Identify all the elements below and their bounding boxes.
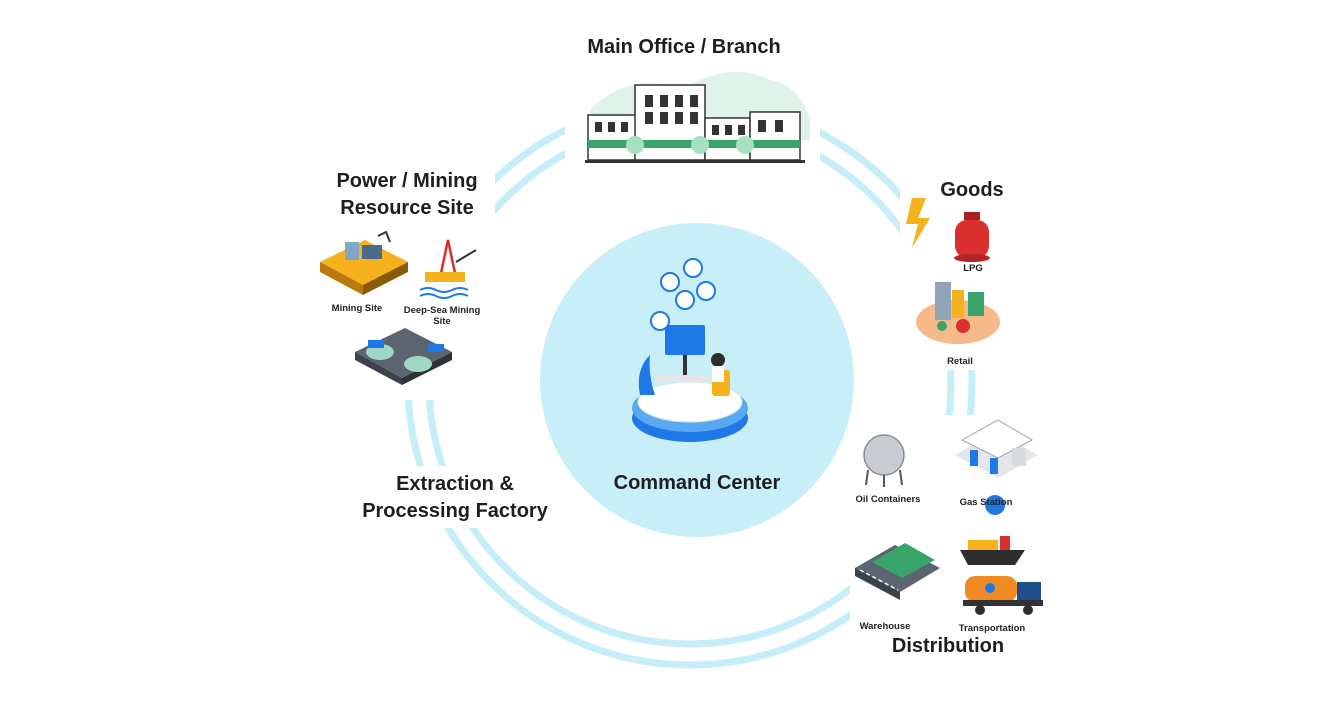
lpg-tank-icon bbox=[954, 212, 990, 262]
mining-site-icon bbox=[320, 230, 408, 295]
operator-desk-icon bbox=[632, 325, 748, 442]
extraction-label-line1: Extraction & bbox=[396, 473, 514, 495]
fuel-truck-icon bbox=[963, 576, 1043, 615]
office-buildings-icon bbox=[585, 72, 810, 163]
gas-station-icon bbox=[955, 419, 1038, 478]
warehouse-icon bbox=[855, 543, 940, 600]
oil-rig-icon bbox=[419, 239, 477, 299]
warehouse-label: Warehouse bbox=[859, 621, 911, 632]
command-center-label: Command Center bbox=[613, 472, 781, 494]
extraction-label-line2: Processing Factory bbox=[362, 500, 548, 522]
main-office-label: Main Office / Branch bbox=[587, 36, 781, 58]
person-avatar-icon bbox=[650, 258, 716, 331]
power-mining-label-line1: Power / Mining bbox=[336, 170, 478, 192]
cargo-ship-icon bbox=[960, 495, 1025, 565]
lightning-icon bbox=[906, 198, 930, 248]
oil-container-icon bbox=[863, 434, 905, 487]
lpg-label: LPG bbox=[963, 263, 983, 274]
mining-site-label: Mining Site bbox=[331, 303, 383, 314]
transportation-label: Transportation bbox=[958, 623, 1026, 634]
retail-shop-icon bbox=[916, 282, 1000, 344]
power-mining-label-line2: Resource Site bbox=[340, 197, 474, 219]
oil-containers-label: Oil Containers bbox=[855, 494, 921, 505]
retail-label: Retail bbox=[947, 356, 973, 367]
deep-sea-label-line2: Site bbox=[433, 316, 451, 327]
goods-label: Goods bbox=[940, 179, 1004, 201]
deep-sea-label-line1: Deep-Sea Mining bbox=[403, 305, 481, 316]
gas-station-label: Gas Station bbox=[959, 497, 1013, 508]
distribution-label: Distribution bbox=[891, 635, 1005, 657]
processing-plant-icon bbox=[355, 328, 452, 385]
